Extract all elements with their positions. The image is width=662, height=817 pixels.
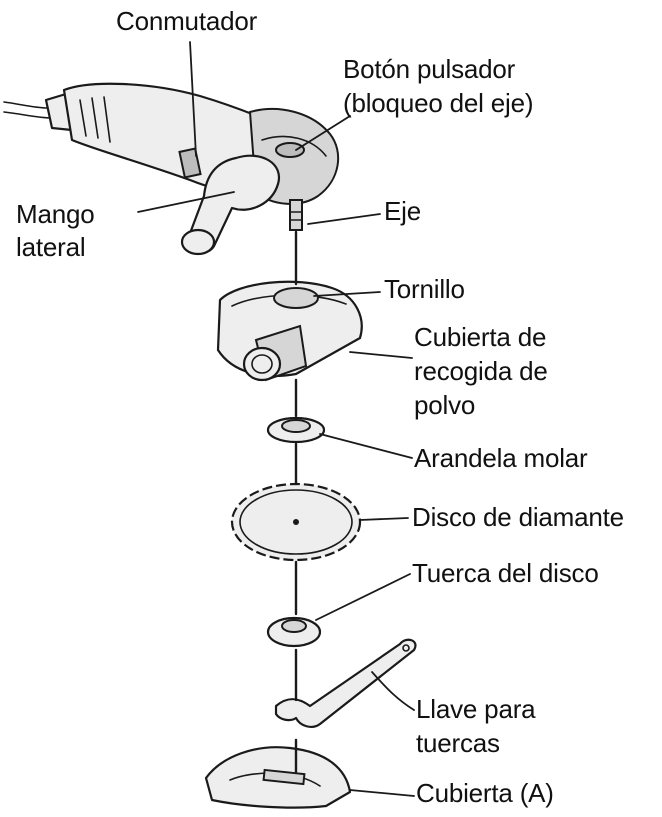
leader-cover-a bbox=[349, 789, 415, 797]
leader-wrench bbox=[371, 671, 415, 711]
label-dust-cover-line3: polvo bbox=[414, 390, 476, 420]
inner-flange-illustration bbox=[266, 416, 326, 444]
leader-dust-cover bbox=[349, 351, 413, 359]
dust-collection-cover-illustration bbox=[216, 280, 363, 382]
cover-a-illustration bbox=[204, 746, 352, 809]
leader-screw bbox=[313, 291, 381, 297]
label-side-grip-line2: lateral bbox=[16, 232, 86, 262]
leader-inner-flange bbox=[319, 433, 413, 459]
diamond-wheel-illustration bbox=[230, 482, 362, 562]
leader-spindle bbox=[307, 213, 381, 225]
leader-lock-button bbox=[295, 115, 351, 151]
leader-lines bbox=[137, 41, 415, 797]
label-switch: Conmutador bbox=[116, 6, 258, 36]
leader-side-grip bbox=[137, 191, 235, 213]
label-screw: Tornillo bbox=[384, 274, 465, 304]
label-wrench-line2: tuercas bbox=[416, 728, 500, 758]
leader-lock-nut bbox=[315, 573, 411, 621]
angle-grinder-illustration bbox=[3, 82, 339, 256]
label-dust-cover-line2: recogida de bbox=[414, 356, 548, 386]
label-lock-nut: Tuerca del disco bbox=[412, 558, 599, 588]
label-side-grip-line1: Mango bbox=[16, 199, 95, 229]
label-diamond-wheel: Disco de diamante bbox=[412, 502, 624, 532]
label-inner-flange: Arandela molar bbox=[414, 443, 588, 473]
leader-diamond-wheel bbox=[359, 517, 409, 521]
leader-switch bbox=[189, 41, 197, 157]
label-cover-a: Cubierta (A) bbox=[416, 778, 554, 808]
label-lock-button-line1: Botón pulsador bbox=[343, 54, 516, 84]
lock-nut-illustration bbox=[266, 616, 322, 648]
lock-nut-wrench-illustration bbox=[274, 638, 417, 728]
label-lock-button-line2: (bloqueo del eje) bbox=[343, 88, 534, 118]
label-spindle: Eje bbox=[384, 196, 421, 226]
label-wrench-line1: Llave para bbox=[416, 694, 536, 724]
label-dust-cover-line1: Cubierta de bbox=[414, 322, 547, 352]
